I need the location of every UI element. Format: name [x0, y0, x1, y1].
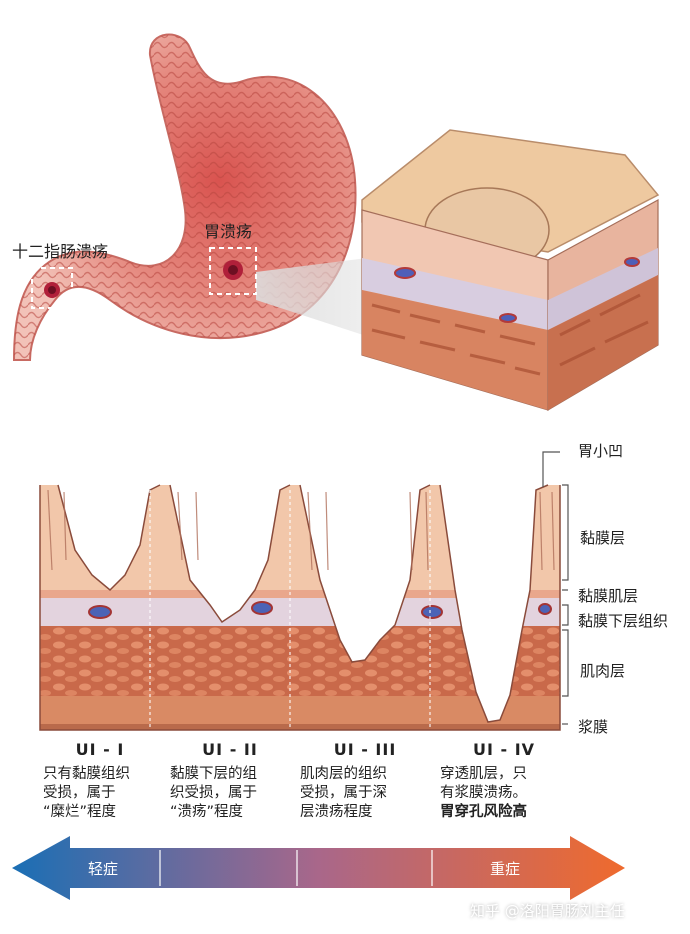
muscle-layer-label: 肌肉层 — [580, 662, 626, 680]
desc-line: 层溃疡程度 — [300, 804, 373, 820]
perforation-risk-text: 胃穿孔风险高 — [440, 804, 527, 820]
stage-label-ui-1: UI - I — [75, 740, 125, 759]
stomach-illustration — [12, 33, 660, 412]
gastric-pits-label: 胃小凹 — [578, 442, 624, 460]
severity-arrow — [12, 836, 625, 900]
desc-line: 只有黏膜组织 — [43, 766, 130, 782]
submucosa-label: 黏膜下层组织 — [578, 612, 669, 630]
gastric-ulcer-marker — [209, 247, 257, 295]
serosa-label: 浆膜 — [578, 718, 609, 736]
desc-line: 肌肉层的组织 — [300, 766, 387, 782]
watermark: 知乎 @洛阳胃肠刘主任 — [470, 902, 625, 920]
desc-line: 受损，属于深 — [300, 785, 387, 801]
stage-label-ui-2: UI - II — [202, 740, 258, 759]
mild-label: 轻症 — [88, 860, 119, 878]
desc-line: 受损，属于 — [43, 785, 116, 801]
stage-label-ui-3: UI - III — [333, 740, 397, 759]
stage-description-ui-4: 穿透肌层，只 有浆膜溃疡。 胃穿孔风险高 — [440, 765, 570, 822]
cross-section-diagram — [39, 451, 569, 731]
desc-line: “溃疡”程度 — [170, 804, 244, 820]
stage-description-ui-1: 只有黏膜组织 受损，属于 “糜烂”程度 — [43, 765, 173, 822]
stage-description-ui-3: 肌肉层的组织 受损，属于深 层溃疡程度 — [300, 765, 430, 822]
gastric-ulcer-label: 胃溃疡 — [204, 222, 253, 241]
desc-line: 黏膜下层的组 — [170, 766, 257, 782]
desc-line: “糜烂”程度 — [43, 804, 117, 820]
muscularis-mucosae-label: 黏膜肌层 — [578, 587, 639, 605]
duodenal-ulcer-marker — [31, 267, 73, 309]
tissue-block — [361, 129, 660, 412]
desc-line: 织受损，属于 — [170, 785, 257, 801]
stage-description-ui-2: 黏膜下层的组 织受损，属于 “溃疡”程度 — [170, 765, 300, 822]
mucosa-label: 黏膜层 — [580, 529, 626, 547]
duodenal-ulcer-label: 十二指肠溃疡 — [12, 242, 109, 261]
desc-line: 穿透肌层，只 — [440, 766, 527, 782]
severe-label: 重症 — [490, 860, 521, 878]
stage-label-ui-4: UI - IV — [472, 740, 536, 759]
desc-line: 有浆膜溃疡。 — [440, 785, 527, 801]
